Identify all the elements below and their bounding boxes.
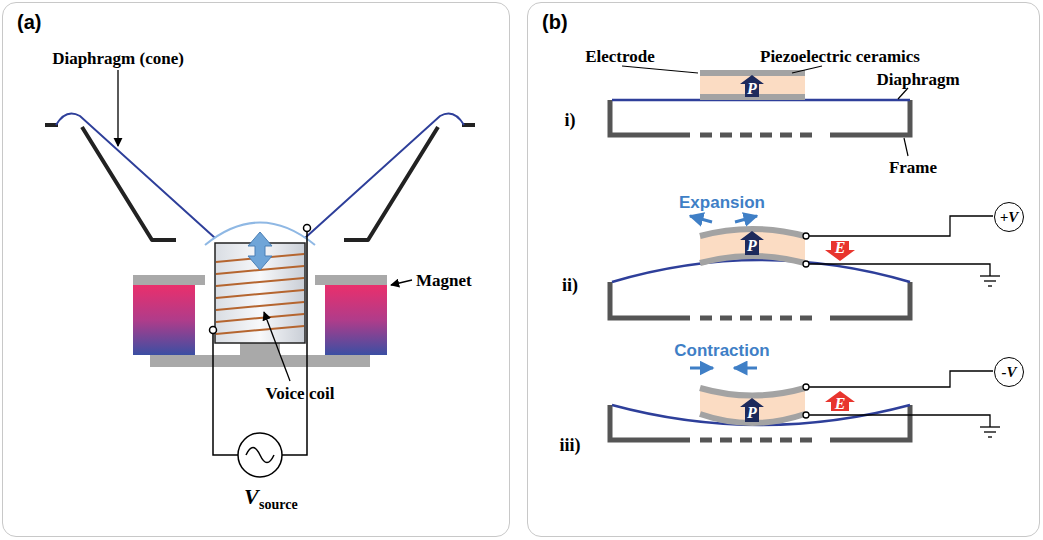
voltage-source: -V [994,357,1024,387]
wire [213,228,307,455]
part-label: Piezoelectric ceramics [760,48,920,65]
step-number: i) [565,111,576,129]
leader-line [622,66,908,156]
field-arrow [825,241,855,411]
diaphragm-cone [56,113,464,238]
magnet [325,285,387,355]
leader-line [118,70,412,381]
voltage-label: +V [1000,209,1019,226]
ac-symbol [246,448,274,463]
polarization-arrow [740,75,764,422]
piezo-ceramic [700,72,805,424]
polarization-label: P [747,238,757,254]
polarization-label: P [747,81,757,97]
part-label: Electrode [585,48,655,65]
panel: (b) +V -V [527,2,1040,537]
strain-label: Expansion [679,194,765,211]
field-label: E [835,396,846,412]
voltage-source: +V [994,202,1024,232]
polarization-label: P [747,405,757,421]
bottom-plate [150,355,370,367]
diaphragm [612,100,910,425]
part-label: Magnet [416,272,472,289]
step-number: iii) [560,436,581,454]
source-symbol: V [244,486,259,508]
strain-label: Contraction [674,342,769,359]
terminal [803,233,809,418]
motion-arrow [248,232,272,270]
panel: (a) [2,2,510,537]
terminal [304,225,311,232]
panel-letter: (b) [542,11,568,34]
top-plate [133,275,205,285]
field-label: E [835,240,846,256]
part-label: Diaphragm (cone) [52,50,184,67]
source-subscript: source [259,498,298,512]
wire [806,216,993,427]
frame [610,100,910,440]
part-label: Frame [889,159,937,176]
panel-letter: (a) [17,11,41,34]
ground-symbol [980,276,1000,437]
electrode [700,73,805,423]
part-label: Diaphragm [876,71,959,88]
terminal [210,327,217,334]
step-number: ii) [562,276,578,294]
ac-source [238,433,282,477]
magnet [133,285,195,355]
top-plate [315,275,387,285]
part-label: Voice coil [266,385,335,402]
voltage-label: -V [1002,364,1017,381]
